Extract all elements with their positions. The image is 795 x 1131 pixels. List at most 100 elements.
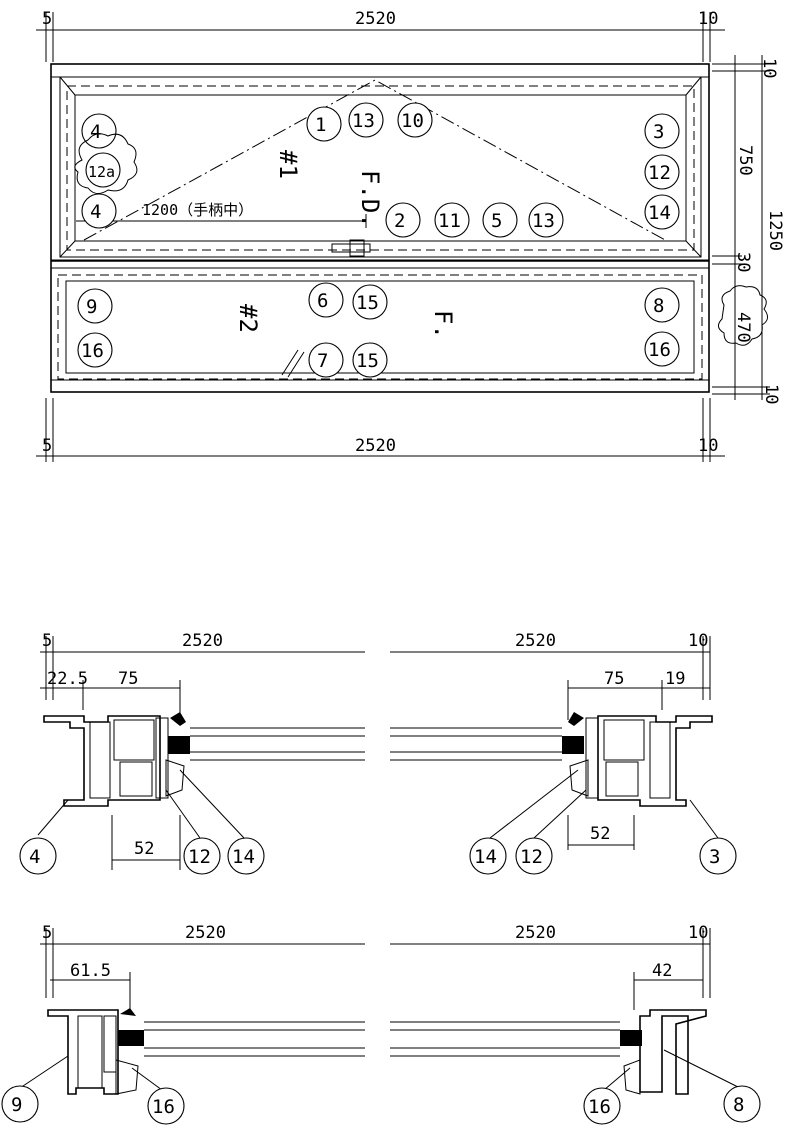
svg-text:9: 9 <box>11 1094 22 1116</box>
svg-text:2520: 2520 <box>182 631 223 651</box>
callout-bubble: 14 <box>227 837 265 875</box>
callout-bubble: 4 <box>19 837 57 875</box>
callout-bubble: 16 <box>644 331 680 367</box>
svg-text:5: 5 <box>42 631 52 651</box>
svg-text:3: 3 <box>709 846 720 868</box>
svg-text:4: 4 <box>90 121 101 143</box>
svg-text:9: 9 <box>86 296 97 318</box>
svg-text:22.5: 22.5 <box>47 669 88 689</box>
callout-bubble: 9 <box>1 1085 39 1123</box>
callout-bubble: 12 <box>515 837 553 875</box>
dim-right-lower: 470 <box>733 312 753 343</box>
svg-text:52: 52 <box>134 839 154 859</box>
svg-text:4: 4 <box>29 846 40 868</box>
svg-text:2520: 2520 <box>515 923 556 943</box>
svg-text:12a: 12a <box>88 163 115 181</box>
svg-text:14: 14 <box>474 846 497 868</box>
svg-text:3: 3 <box>653 121 664 143</box>
callout-bubble: 16 <box>77 332 113 368</box>
callout-bubble: 13 <box>348 102 384 138</box>
callout-bubble: 8 <box>723 1085 761 1123</box>
svg-text:5: 5 <box>42 923 52 943</box>
opening-direction-lines <box>83 79 666 241</box>
callout-bubble: 14 <box>644 194 680 230</box>
sash-type-lower: F. <box>429 310 457 339</box>
callout-bubble: 16 <box>147 1087 185 1125</box>
svg-text:14: 14 <box>648 202 671 224</box>
svg-text:7: 7 <box>317 350 328 372</box>
upper-sash <box>59 76 702 258</box>
sash-type-upper: F.D. <box>356 170 384 228</box>
dim-right-mid: 30 <box>733 252 753 272</box>
callout-bubble: 13 <box>528 202 564 238</box>
svg-text:61.5: 61.5 <box>70 961 111 981</box>
callout-bubble: 15 <box>352 342 388 378</box>
svg-text:8: 8 <box>653 295 664 317</box>
callout-bubble: 7 <box>308 342 344 378</box>
svg-text:10: 10 <box>688 923 708 943</box>
callout-bubble: 11 <box>434 202 470 238</box>
callout-bubble: 6 <box>308 282 344 318</box>
dim-right-total: 1250 <box>765 210 785 251</box>
callout-bubble: 1 <box>306 106 342 142</box>
callout-bubble: 16 <box>583 1087 621 1125</box>
dim-top-right: 10 <box>698 9 718 29</box>
svg-text:75: 75 <box>118 669 138 689</box>
section-a-right: 2520 10 75 19 52 14 12 3 <box>390 631 737 875</box>
svg-text:16: 16 <box>81 340 104 362</box>
svg-text:10: 10 <box>401 110 424 132</box>
svg-text:16: 16 <box>648 339 671 361</box>
svg-text:52: 52 <box>590 824 610 844</box>
section-b-left: 5 2520 61.5 9 16 <box>1 923 365 1125</box>
callout-bubble: 12 <box>183 837 221 875</box>
svg-text:13: 13 <box>352 110 375 132</box>
svg-text:2520: 2520 <box>185 923 226 943</box>
svg-text:42: 42 <box>652 961 672 981</box>
callout-bubble: 9 <box>77 288 113 324</box>
svg-text:6: 6 <box>317 290 328 312</box>
revision-cloud-icon <box>718 285 768 346</box>
svg-text:15: 15 <box>356 292 379 314</box>
svg-text:11: 11 <box>438 210 461 232</box>
svg-text:5: 5 <box>491 210 502 232</box>
svg-text:12: 12 <box>648 162 671 184</box>
callout-bubble: 5 <box>482 202 518 238</box>
svg-text:14: 14 <box>232 846 255 868</box>
dim-right-upper: 750 <box>735 145 755 176</box>
svg-text:2: 2 <box>394 210 405 232</box>
callout-bubble: 3 <box>644 113 680 149</box>
callout-bubble: 8 <box>644 287 680 323</box>
svg-text:4: 4 <box>90 201 101 223</box>
callout-bubble: 4 <box>81 193 117 229</box>
svg-text:15: 15 <box>356 350 379 372</box>
dim-right-bottom: 10 <box>761 384 781 404</box>
svg-text:8: 8 <box>733 1094 744 1116</box>
svg-text:13: 13 <box>532 210 555 232</box>
section-b-right: 2520 10 42 16 8 <box>390 923 761 1125</box>
callout-bubble: 3 <box>699 837 737 875</box>
handle-icon <box>331 239 371 257</box>
dim-top-main: 2520 <box>355 9 396 29</box>
sash-tag-2: #2 <box>234 304 262 333</box>
callout-bubble: 14 <box>469 837 507 875</box>
callout-bubble: 2 <box>385 202 421 238</box>
callout-bubble: 12 <box>644 154 680 190</box>
callout-bubble: 4 <box>81 113 117 149</box>
sash-tag-1: #1 <box>274 150 302 179</box>
dim-bottom-main: 2520 <box>355 436 396 456</box>
elevation-view: 5 2520 10 1200（手柄中） #1 F.D. <box>36 9 785 462</box>
svg-text:12: 12 <box>188 846 211 868</box>
section-a-left: 5 2520 22.5 75 52 4 12 14 <box>19 631 365 875</box>
dim-bottom-left: 5 <box>42 436 52 456</box>
svg-text:10: 10 <box>688 631 708 651</box>
revision-cloud-icon: 12a <box>74 133 138 194</box>
svg-text:19: 19 <box>665 669 685 689</box>
dim-right-top: 10 <box>759 58 779 78</box>
callout-bubble: 15 <box>352 284 388 320</box>
dim-bottom-right: 10 <box>698 436 718 456</box>
svg-text:75: 75 <box>604 669 624 689</box>
dim-top-left: 5 <box>42 9 52 29</box>
svg-text:1: 1 <box>315 114 326 136</box>
svg-text:2520: 2520 <box>515 631 556 651</box>
svg-text:16: 16 <box>152 1096 175 1118</box>
